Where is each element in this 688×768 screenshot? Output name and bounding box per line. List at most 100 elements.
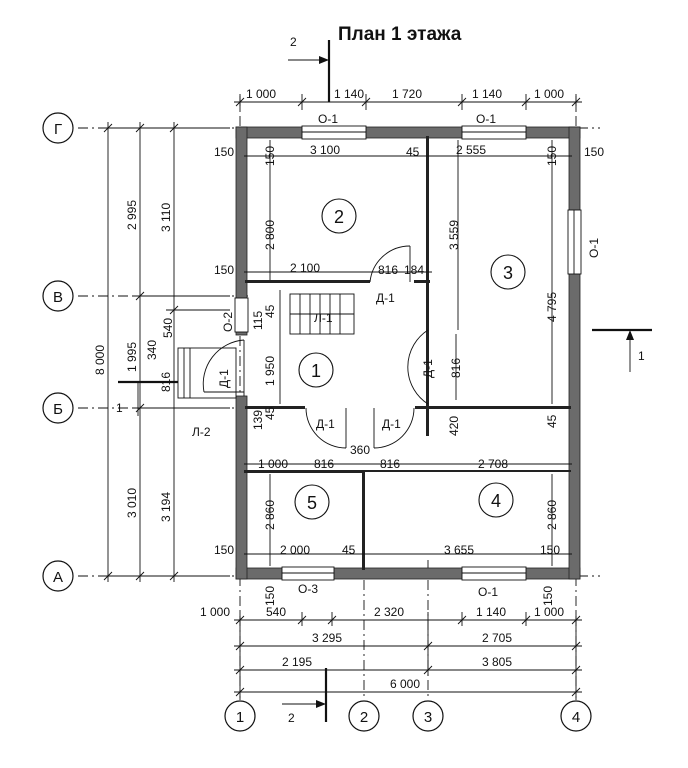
svg-text:Г: Г <box>54 121 62 138</box>
axis-bubble-2: 2 <box>348 700 380 732</box>
dim-w184: 184 <box>404 263 424 277</box>
left-dim-816: 816 <box>159 372 173 392</box>
room-5: 5 <box>294 484 330 520</box>
top-dim-5: 1 000 <box>534 87 564 101</box>
bottom-dim-2: 540 <box>266 605 286 619</box>
svg-text:1: 1 <box>236 709 244 726</box>
bottom-dim-3: 2 320 <box>374 605 404 619</box>
dim-t150f: 150 <box>214 263 234 277</box>
dim-t45f: 45 <box>342 543 356 557</box>
axis-bubble-b: Б <box>42 392 74 424</box>
svg-text:Д-1: Д-1 <box>382 417 401 431</box>
dim-h816b: 816 <box>449 358 463 378</box>
dim-w3655: 3 655 <box>444 543 474 557</box>
bottom-dim-c2: 3 805 <box>482 655 512 669</box>
section-mark-top-label: 2 <box>290 35 297 49</box>
svg-text:О-3: О-3 <box>298 582 318 596</box>
axis-bubble-a: А <box>42 560 74 592</box>
window-left-small: О-2 <box>221 297 249 333</box>
window-bottom-left: О-3 <box>281 566 335 596</box>
dim-t150h: 150 <box>540 543 560 557</box>
room-4: 4 <box>478 482 514 518</box>
dim-w3100: 3 100 <box>310 143 340 157</box>
window-top-left: О-1 <box>301 112 367 140</box>
top-dim-1: 1 000 <box>246 87 276 101</box>
top-dim-2: 1 140 <box>334 87 364 101</box>
axis-bubble-4: 4 <box>560 700 592 732</box>
window-top-right: О-1 <box>461 112 527 140</box>
left-dim-lower: 3 194 <box>159 492 173 522</box>
dim-w2555: 2 555 <box>456 143 486 157</box>
left-dim-540: 540 <box>161 318 175 338</box>
svg-text:2: 2 <box>360 709 368 726</box>
svg-text:3: 3 <box>503 263 513 283</box>
svg-text:3: 3 <box>424 709 432 726</box>
dim-t420: 420 <box>447 416 461 436</box>
dim-t150b: 150 <box>263 146 277 166</box>
window-bottom-right: О-1 <box>461 566 527 599</box>
dim-w816a: 816 <box>378 263 398 277</box>
bottom-dim-b2: 2 705 <box>482 631 512 645</box>
dim-t150j: 150 <box>541 586 555 606</box>
room-1: 1 <box>298 352 334 388</box>
axis-lines <box>78 96 600 700</box>
door-room3: Д-1 <box>407 329 435 405</box>
dim-w816d: 816 <box>380 457 400 471</box>
svg-text:4: 4 <box>572 709 580 726</box>
svg-text:2: 2 <box>334 207 344 227</box>
dim-t150c: 150 <box>545 146 559 166</box>
section-mark-bottom: 2 <box>282 668 328 725</box>
svg-text:О-2: О-2 <box>221 312 235 332</box>
door-room4: Д-1 <box>373 407 415 449</box>
svg-text:Д-1: Д-1 <box>316 417 335 431</box>
axis-bubble-g: Г <box>42 112 74 144</box>
svg-text:4: 4 <box>491 491 501 511</box>
room-2: 2 <box>321 198 357 234</box>
stair-label: Л-1 <box>314 311 333 325</box>
svg-text:1: 1 <box>311 361 321 381</box>
bottom-dim-b1: 3 295 <box>312 631 342 645</box>
dim-t115: 115 <box>251 311 265 330</box>
door-room5: Д-1 <box>305 407 347 449</box>
porch: Л-2 <box>177 347 237 439</box>
page-title: План 1 этажа <box>338 24 462 45</box>
dim-h2800: 2 800 <box>263 220 277 250</box>
top-dimension-chain: 1 000 1 140 1 720 1 140 1 000 <box>234 87 582 110</box>
door-room2: Д-1 <box>369 245 411 305</box>
dim-h2860b: 2 860 <box>545 500 559 530</box>
axis-bubble-3: 3 <box>412 700 444 732</box>
svg-text:Д-1: Д-1 <box>421 359 435 378</box>
section-mark-top: 2 <box>288 35 331 102</box>
dim-w2708: 2 708 <box>478 457 508 471</box>
bottom-dim-total: 6 000 <box>390 677 420 691</box>
axis-bubble-1: 1 <box>224 700 256 732</box>
svg-text:5: 5 <box>307 493 317 513</box>
left-dim-b-a: 3 010 <box>125 488 139 518</box>
svg-text:Д-1: Д-1 <box>217 369 231 388</box>
dim-w360: 360 <box>350 443 370 457</box>
dim-t45a: 45 <box>406 145 420 159</box>
svg-text:А: А <box>53 569 63 586</box>
bottom-dim-1: 1 000 <box>200 605 230 619</box>
dim-h3559: 3 559 <box>447 220 461 250</box>
dim-h1950: 1 950 <box>263 356 277 386</box>
porch-label: Л-2 <box>192 425 211 439</box>
svg-text:О-1: О-1 <box>318 112 338 126</box>
dim-w816c: 816 <box>314 457 334 471</box>
exterior-walls <box>235 126 581 580</box>
bottom-dimension-chains: 1 000 540 2 320 1 140 1 000 3 295 2 705 … <box>200 605 582 698</box>
dim-t45b: 45 <box>263 304 277 318</box>
axis-bubble-v: В <box>42 280 74 312</box>
bottom-dim-4: 1 140 <box>476 605 506 619</box>
window-right: О-1 <box>567 209 601 275</box>
dim-t45e: 45 <box>545 414 559 428</box>
dim-t150e: 150 <box>584 145 604 159</box>
top-dim-3: 1 720 <box>392 87 422 101</box>
left-dim-340: 340 <box>145 340 159 360</box>
dim-t45c: 45 <box>263 406 277 420</box>
dim-w2100: 2 100 <box>290 261 320 275</box>
left-dimension-lines: 8 000 2 995 1 995 3 010 3 110 3 194 340 … <box>93 122 230 582</box>
room-3: 3 <box>490 254 526 290</box>
dim-t150a: 150 <box>214 145 234 159</box>
